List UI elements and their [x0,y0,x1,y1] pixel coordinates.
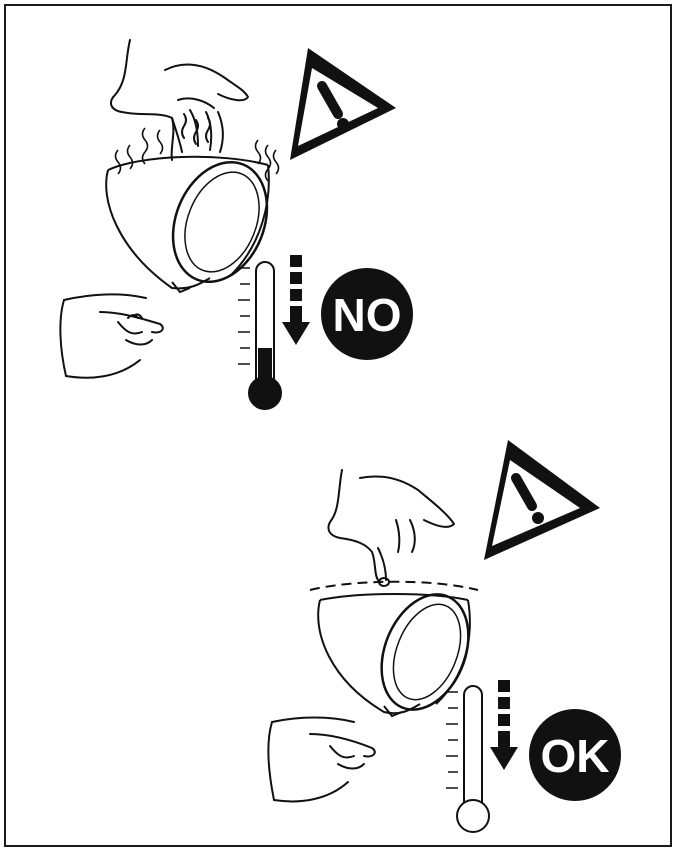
warning-triangle-icon [290,48,396,160]
hand-icon [111,40,248,160]
hand-icon [268,718,374,802]
warning-triangle-icon [484,440,600,560]
panel-cooled: OK [268,440,621,832]
panel-hot: NO [60,40,413,409]
lamp-icon [310,581,485,722]
down-arrow-icon [490,680,518,770]
down-arrow-icon [282,255,310,345]
ok-badge: OK [529,709,621,801]
thermometer-icon [446,686,489,832]
thermometer-icon [238,262,281,409]
no-badge-label: NO [333,289,402,341]
ok-badge-label: OK [541,730,610,782]
hand-icon [60,294,162,377]
hand-icon [328,470,454,586]
no-badge: NO [321,268,413,360]
